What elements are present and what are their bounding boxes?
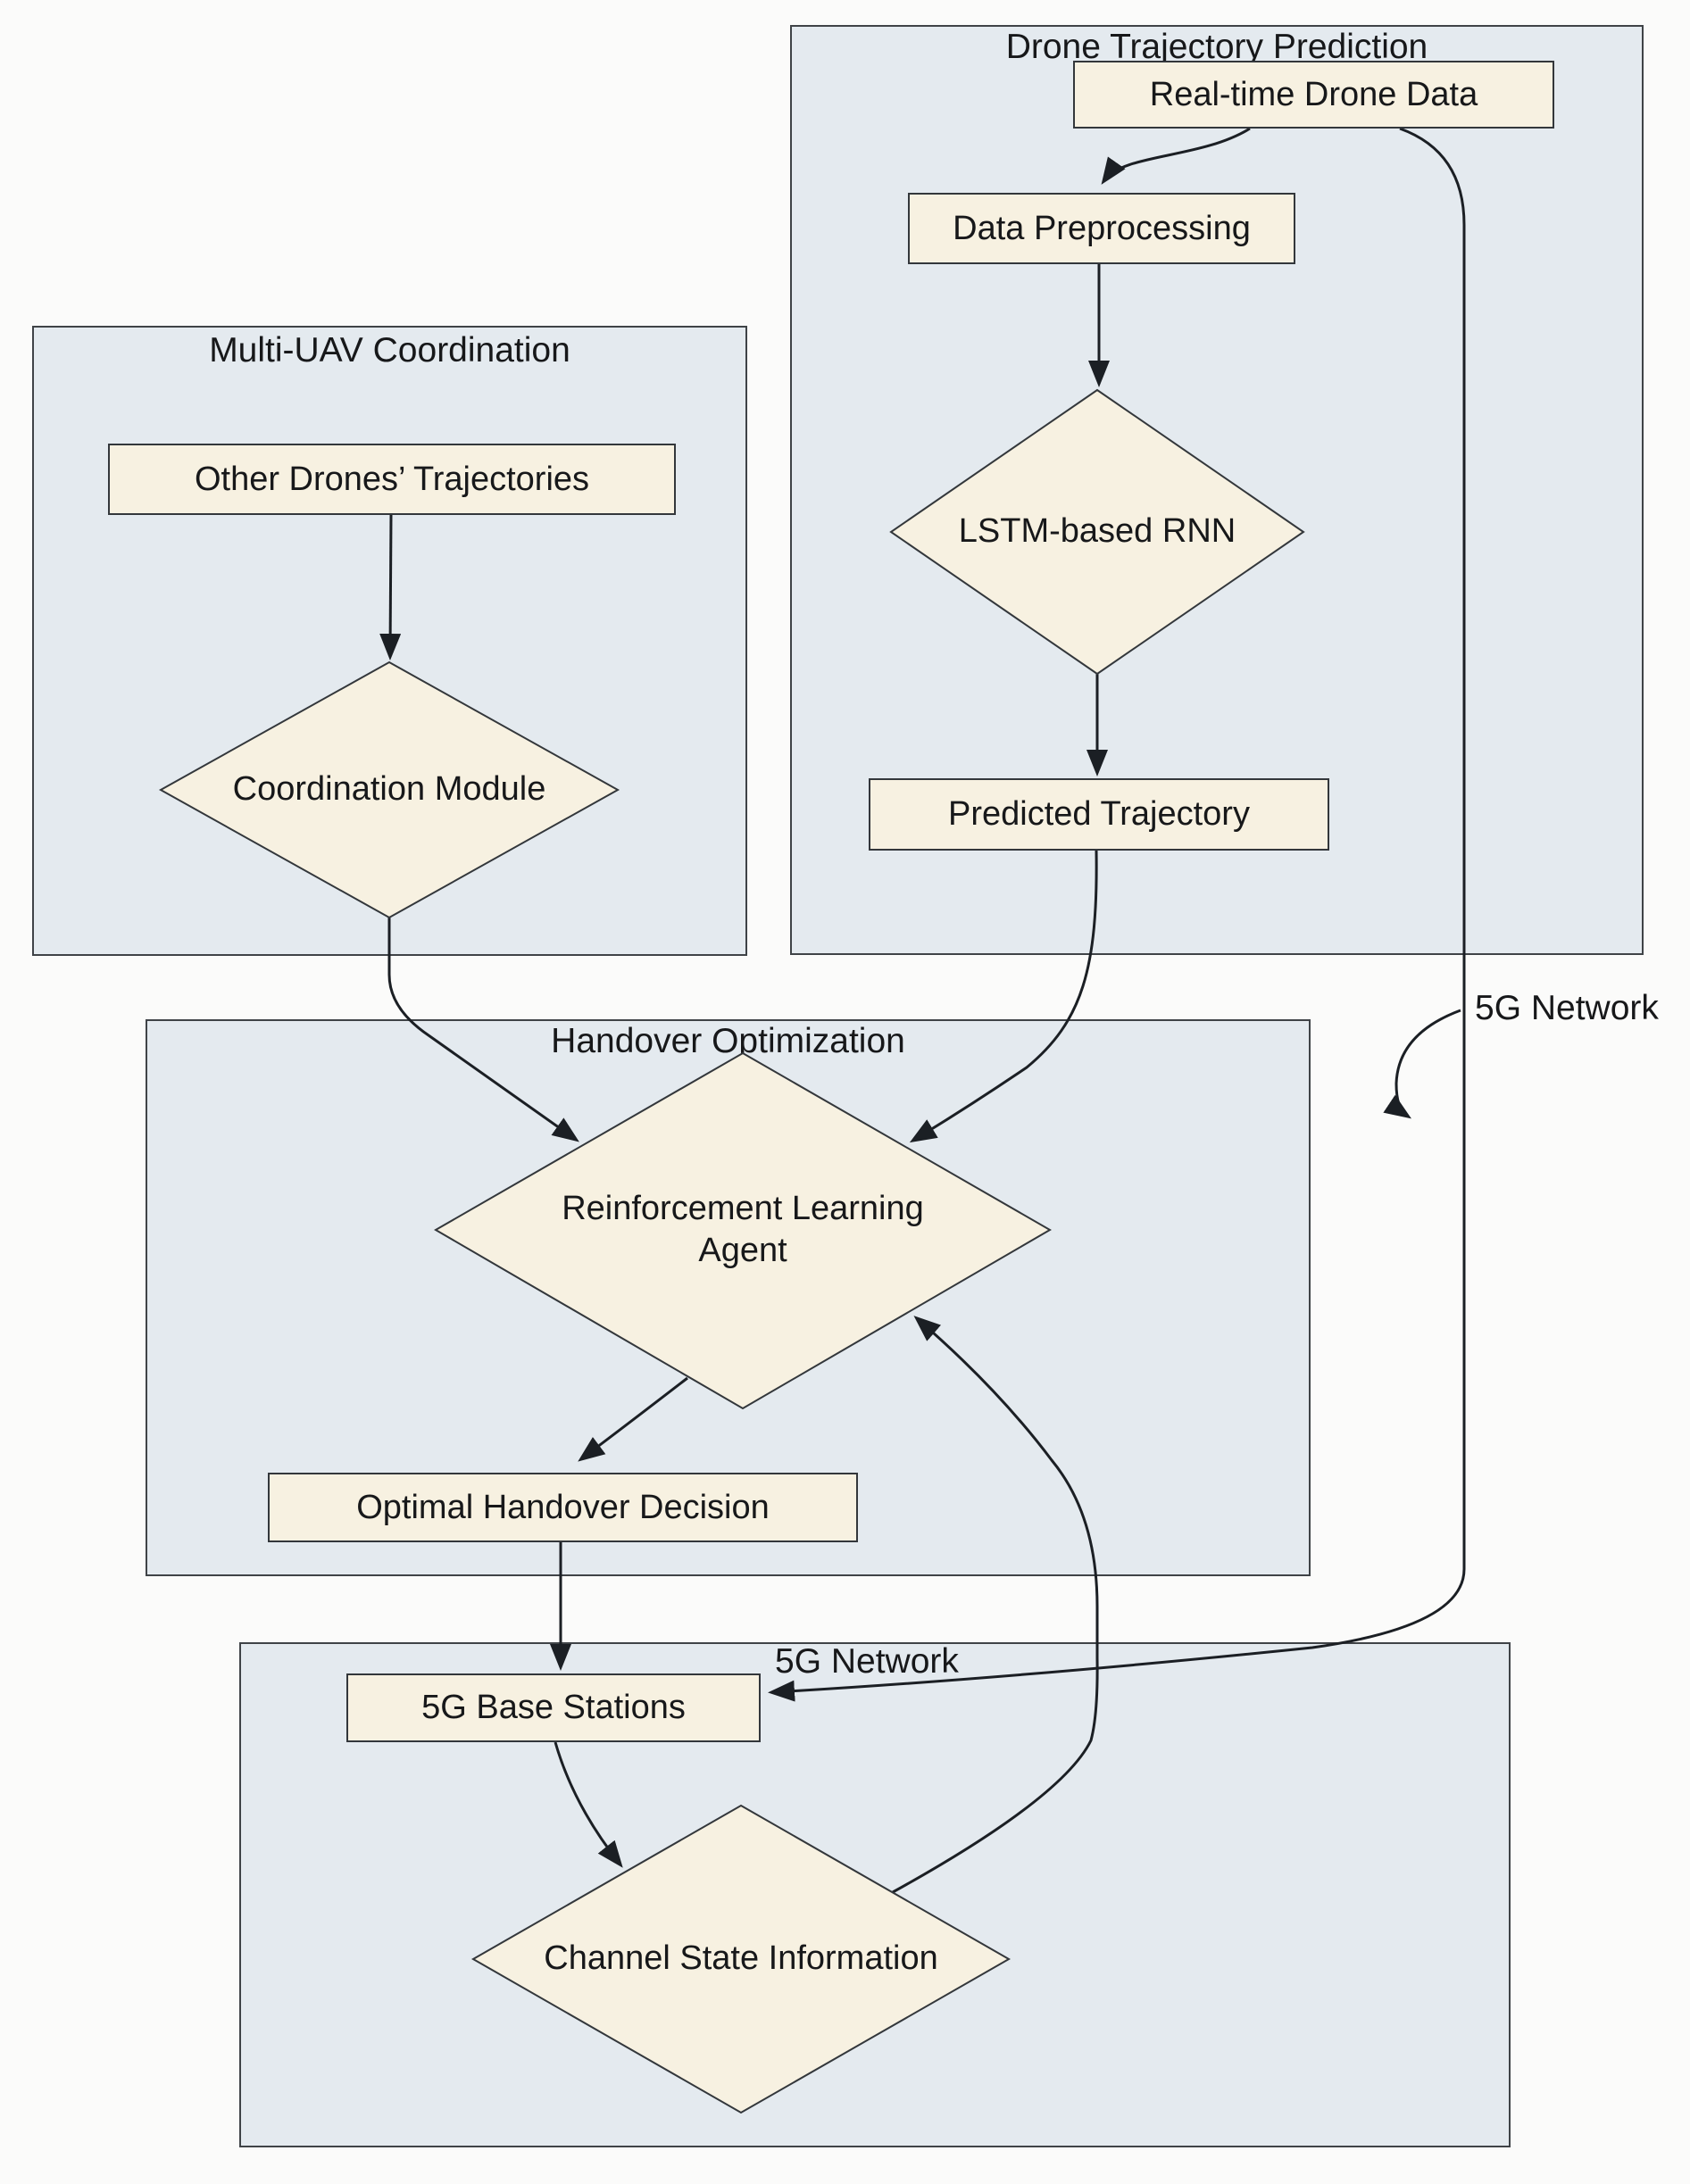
edge-realtime-to-preprocessing (1101, 127, 1251, 185)
edge-basestations-to-csi (554, 1741, 623, 1868)
coordination-module-label: Coordination Module (232, 770, 546, 809)
multi-uav-title: Multi-UAV Coordination (209, 331, 570, 370)
edge-coordination-to-rl-agent (387, 918, 579, 1142)
edge-realtime-to-basestations-5g (768, 127, 1466, 1702)
edge-label-5g-network-to-basestations: 5G Network (775, 1642, 959, 1681)
lstm-rnn-label: LSTM-based RNN (958, 512, 1236, 551)
coordination-module-diamond (158, 660, 620, 919)
handover-title: Handover Optimization (551, 1022, 905, 1060)
predicted-trajectory-node: Predicted Trajectory (869, 778, 1329, 851)
edge-otherdrones-to-coordination (379, 514, 402, 660)
drone-trajectory-title: Drone Trajectory Prediction (1005, 28, 1428, 66)
optimal-handover-node: Optimal Handover Decision (268, 1473, 858, 1542)
edge-predicted-to-rl-agent (909, 850, 1098, 1143)
lstm-rnn-diamond (889, 388, 1305, 676)
realtime-data-node: Real-time Drone Data (1073, 61, 1554, 129)
edge-rl-agent-to-decision (578, 1376, 688, 1462)
edge-label-5g-network-right: 5G Network (1475, 989, 1659, 1027)
base-stations-node: 5G Base Stations (346, 1673, 761, 1742)
rl-agent-label: Reinforcement Learning Agent (562, 1189, 924, 1270)
other-drones-node: Other Drones’ Trajectories (108, 444, 676, 515)
rl-agent-diamond (434, 1051, 1052, 1410)
edge-csi-to-rl-agent-feedback (892, 1316, 1099, 1894)
csi-label: Channel State Information (544, 1939, 938, 1978)
edge-5g-network-pointer (1383, 1009, 1461, 1119)
csi-diamond (470, 1804, 1012, 2114)
data-preprocessing-node: Data Preprocessing (908, 193, 1295, 264)
